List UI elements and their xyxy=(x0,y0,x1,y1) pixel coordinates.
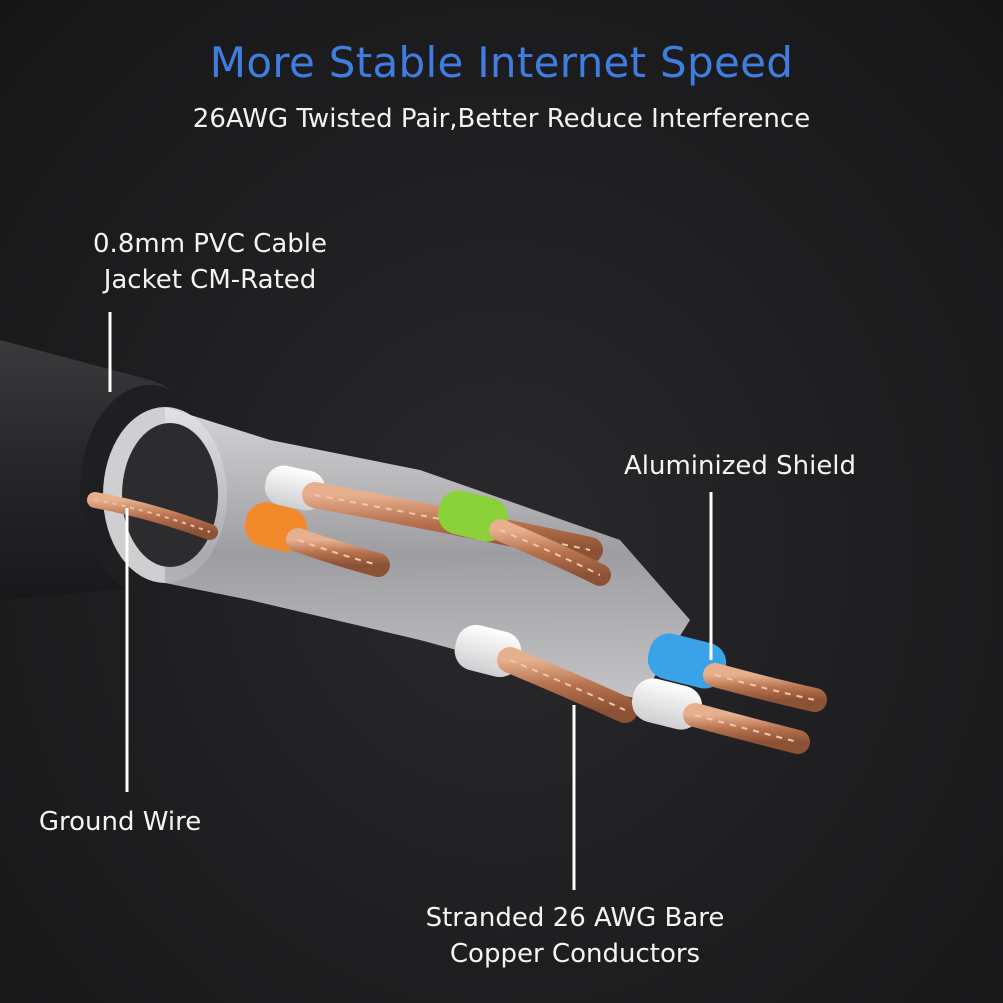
shield-callout: Aluminized Shield xyxy=(600,448,880,484)
ground-callout-line1: Ground Wire xyxy=(38,807,202,837)
copper-callout-line2: Copper Conductors xyxy=(449,939,701,969)
ground-callout: Ground Wire xyxy=(20,804,220,840)
page-subtitle: 26AWG Twisted Pair,Better Reduce Interfe… xyxy=(192,104,811,134)
twisted-pair-brown xyxy=(454,624,638,723)
copper-callout: Stranded 26 AWG Bare Copper Conductors xyxy=(400,900,750,972)
twisted-pair-orange xyxy=(244,502,390,577)
jacket-callout: 0.8mm PVC Cable Jacket CM-Rated xyxy=(40,226,380,298)
ground-wire xyxy=(87,492,218,540)
twisted-pair-green xyxy=(264,465,611,586)
twisted-pair-blue xyxy=(631,633,827,754)
copper-callout-line1: Stranded 26 AWG Bare xyxy=(425,903,725,933)
jacket-callout-line1: 0.8mm PVC Cable xyxy=(93,229,327,259)
page-title: More Stable Internet Speed xyxy=(209,38,794,87)
shield-callout-line1: Aluminized Shield xyxy=(623,451,857,481)
jacket-callout-line2: Jacket CM-Rated xyxy=(103,265,317,295)
